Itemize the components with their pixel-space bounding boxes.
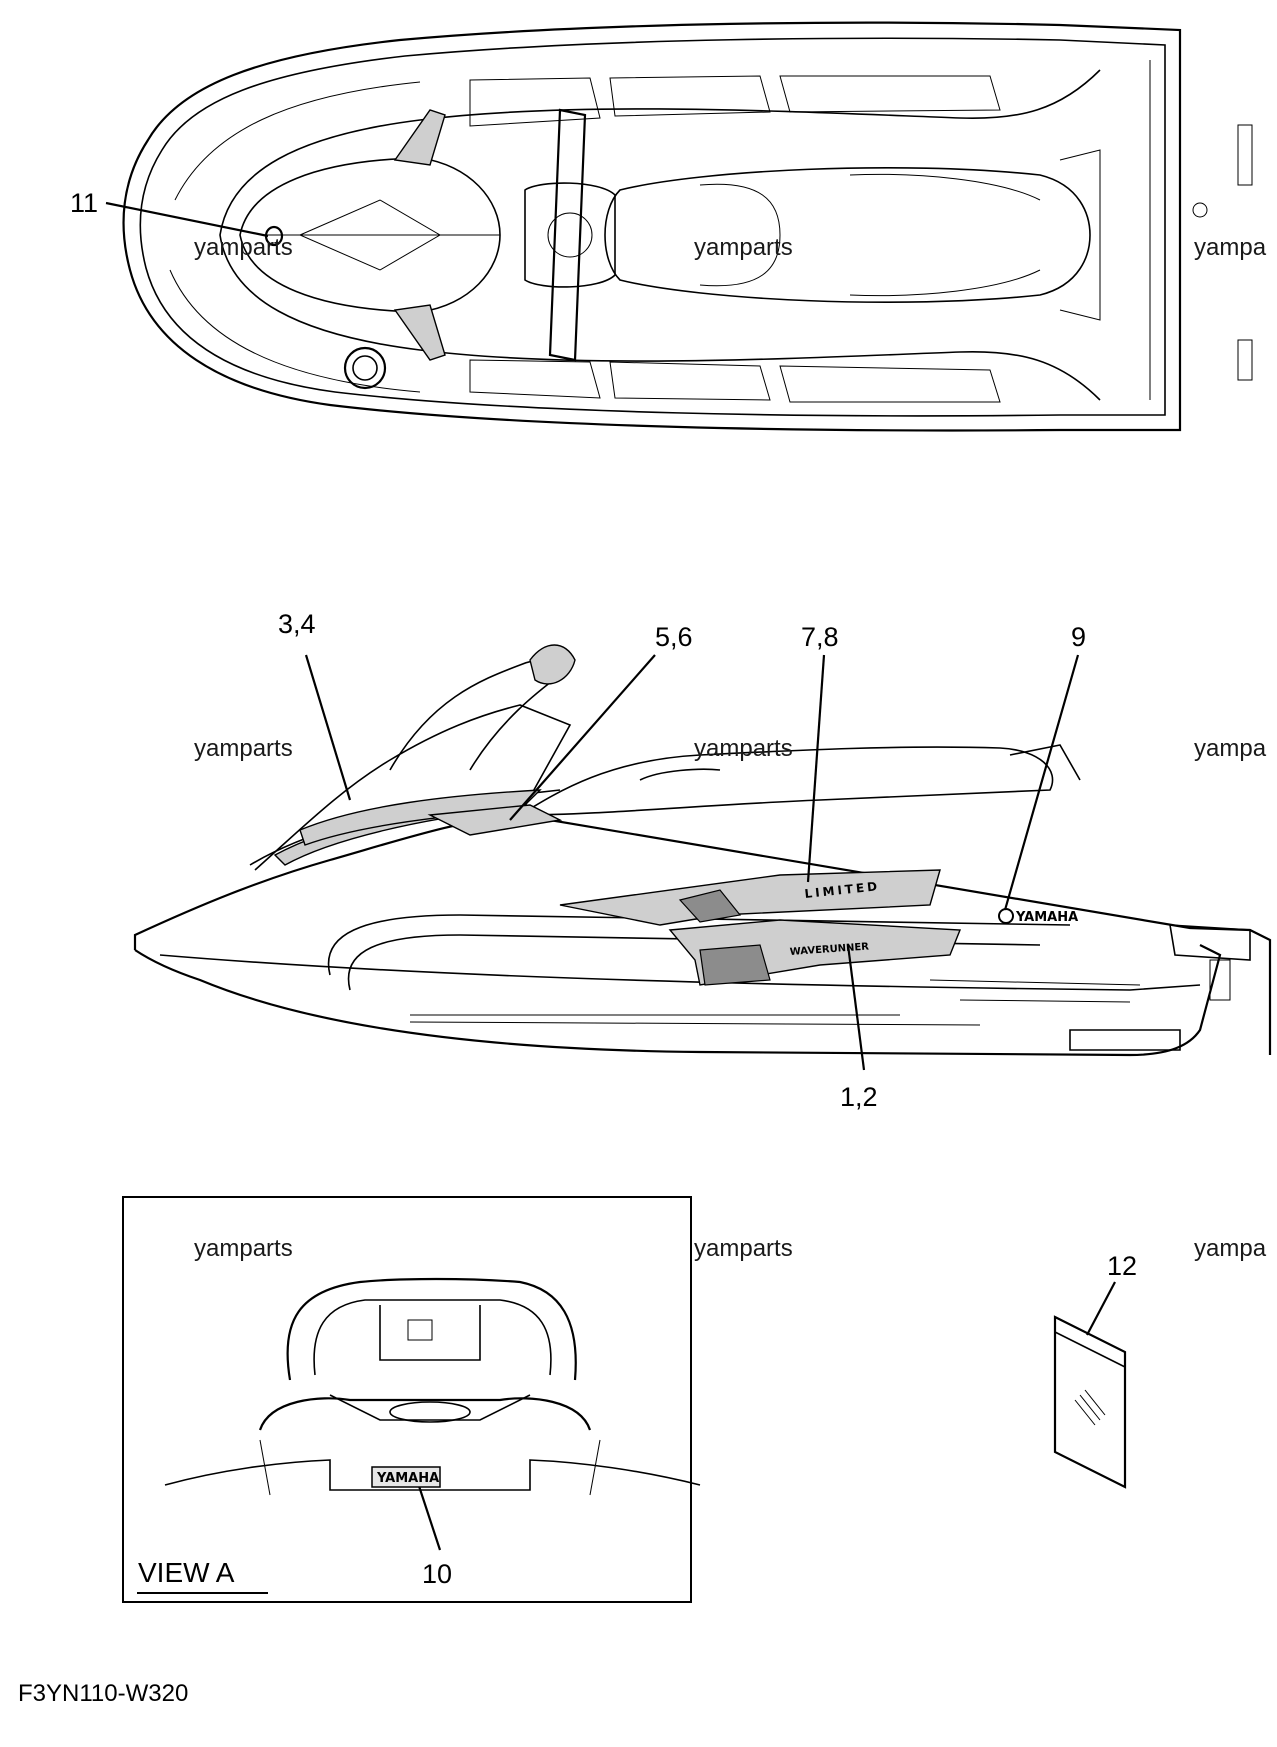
leader-11 [105, 201, 269, 238]
part-3-4-decal [299, 789, 542, 846]
watermark: yamparts [194, 234, 293, 261]
leader-1-2 [846, 944, 866, 1071]
leader-5-6 [509, 654, 656, 821]
callout-3-4: 3,4 [278, 609, 316, 639]
side-yamaha-logo: YAMAHA [1015, 910, 1078, 925]
diagram-code: F3YN110-W320 [18, 1680, 188, 1707]
callout-11: 11 [70, 188, 98, 218]
watermark: yamparts [694, 1235, 793, 1262]
watermark: yamparts [694, 234, 793, 261]
callout-12: 12 [1107, 1251, 1137, 1281]
callout-1-2: 1,2 [840, 1082, 878, 1112]
yamaha-logo-icon [998, 908, 1014, 924]
watermark: yampa [1194, 234, 1267, 261]
view-a-label: VIEW A [138, 1557, 235, 1588]
watermark: yamparts [194, 735, 293, 762]
leader-10 [415, 1479, 442, 1551]
callout-9: 9 [1071, 622, 1086, 652]
part-12-sheet [1053, 1315, 1127, 1489]
callout-7-8: 7,8 [801, 622, 839, 652]
leader-7-8 [806, 654, 826, 883]
part-7-8-decal [559, 869, 941, 926]
view-a-frame [122, 1196, 692, 1603]
watermark: yampa [1194, 735, 1267, 762]
view-a-rear-watercraft [164, 1277, 701, 1496]
leader-9 [1003, 654, 1080, 911]
leader-3-4 [304, 654, 352, 801]
rear-yamaha-logo: YAMAHA [376, 1471, 439, 1486]
top-view-watercraft [122, 21, 1253, 432]
watermark: yampa [1194, 1235, 1267, 1262]
callout-10: 10 [422, 1559, 452, 1589]
leader-12 [1086, 1281, 1116, 1336]
callout-5-6: 5,6 [655, 622, 693, 652]
watermark: yamparts [694, 735, 793, 762]
side-view-watercraft [133, 644, 1272, 1057]
watermark: yamparts [194, 1235, 293, 1262]
part-5-6-decal [427, 804, 563, 836]
rear-yamaha-plate [371, 1466, 441, 1488]
